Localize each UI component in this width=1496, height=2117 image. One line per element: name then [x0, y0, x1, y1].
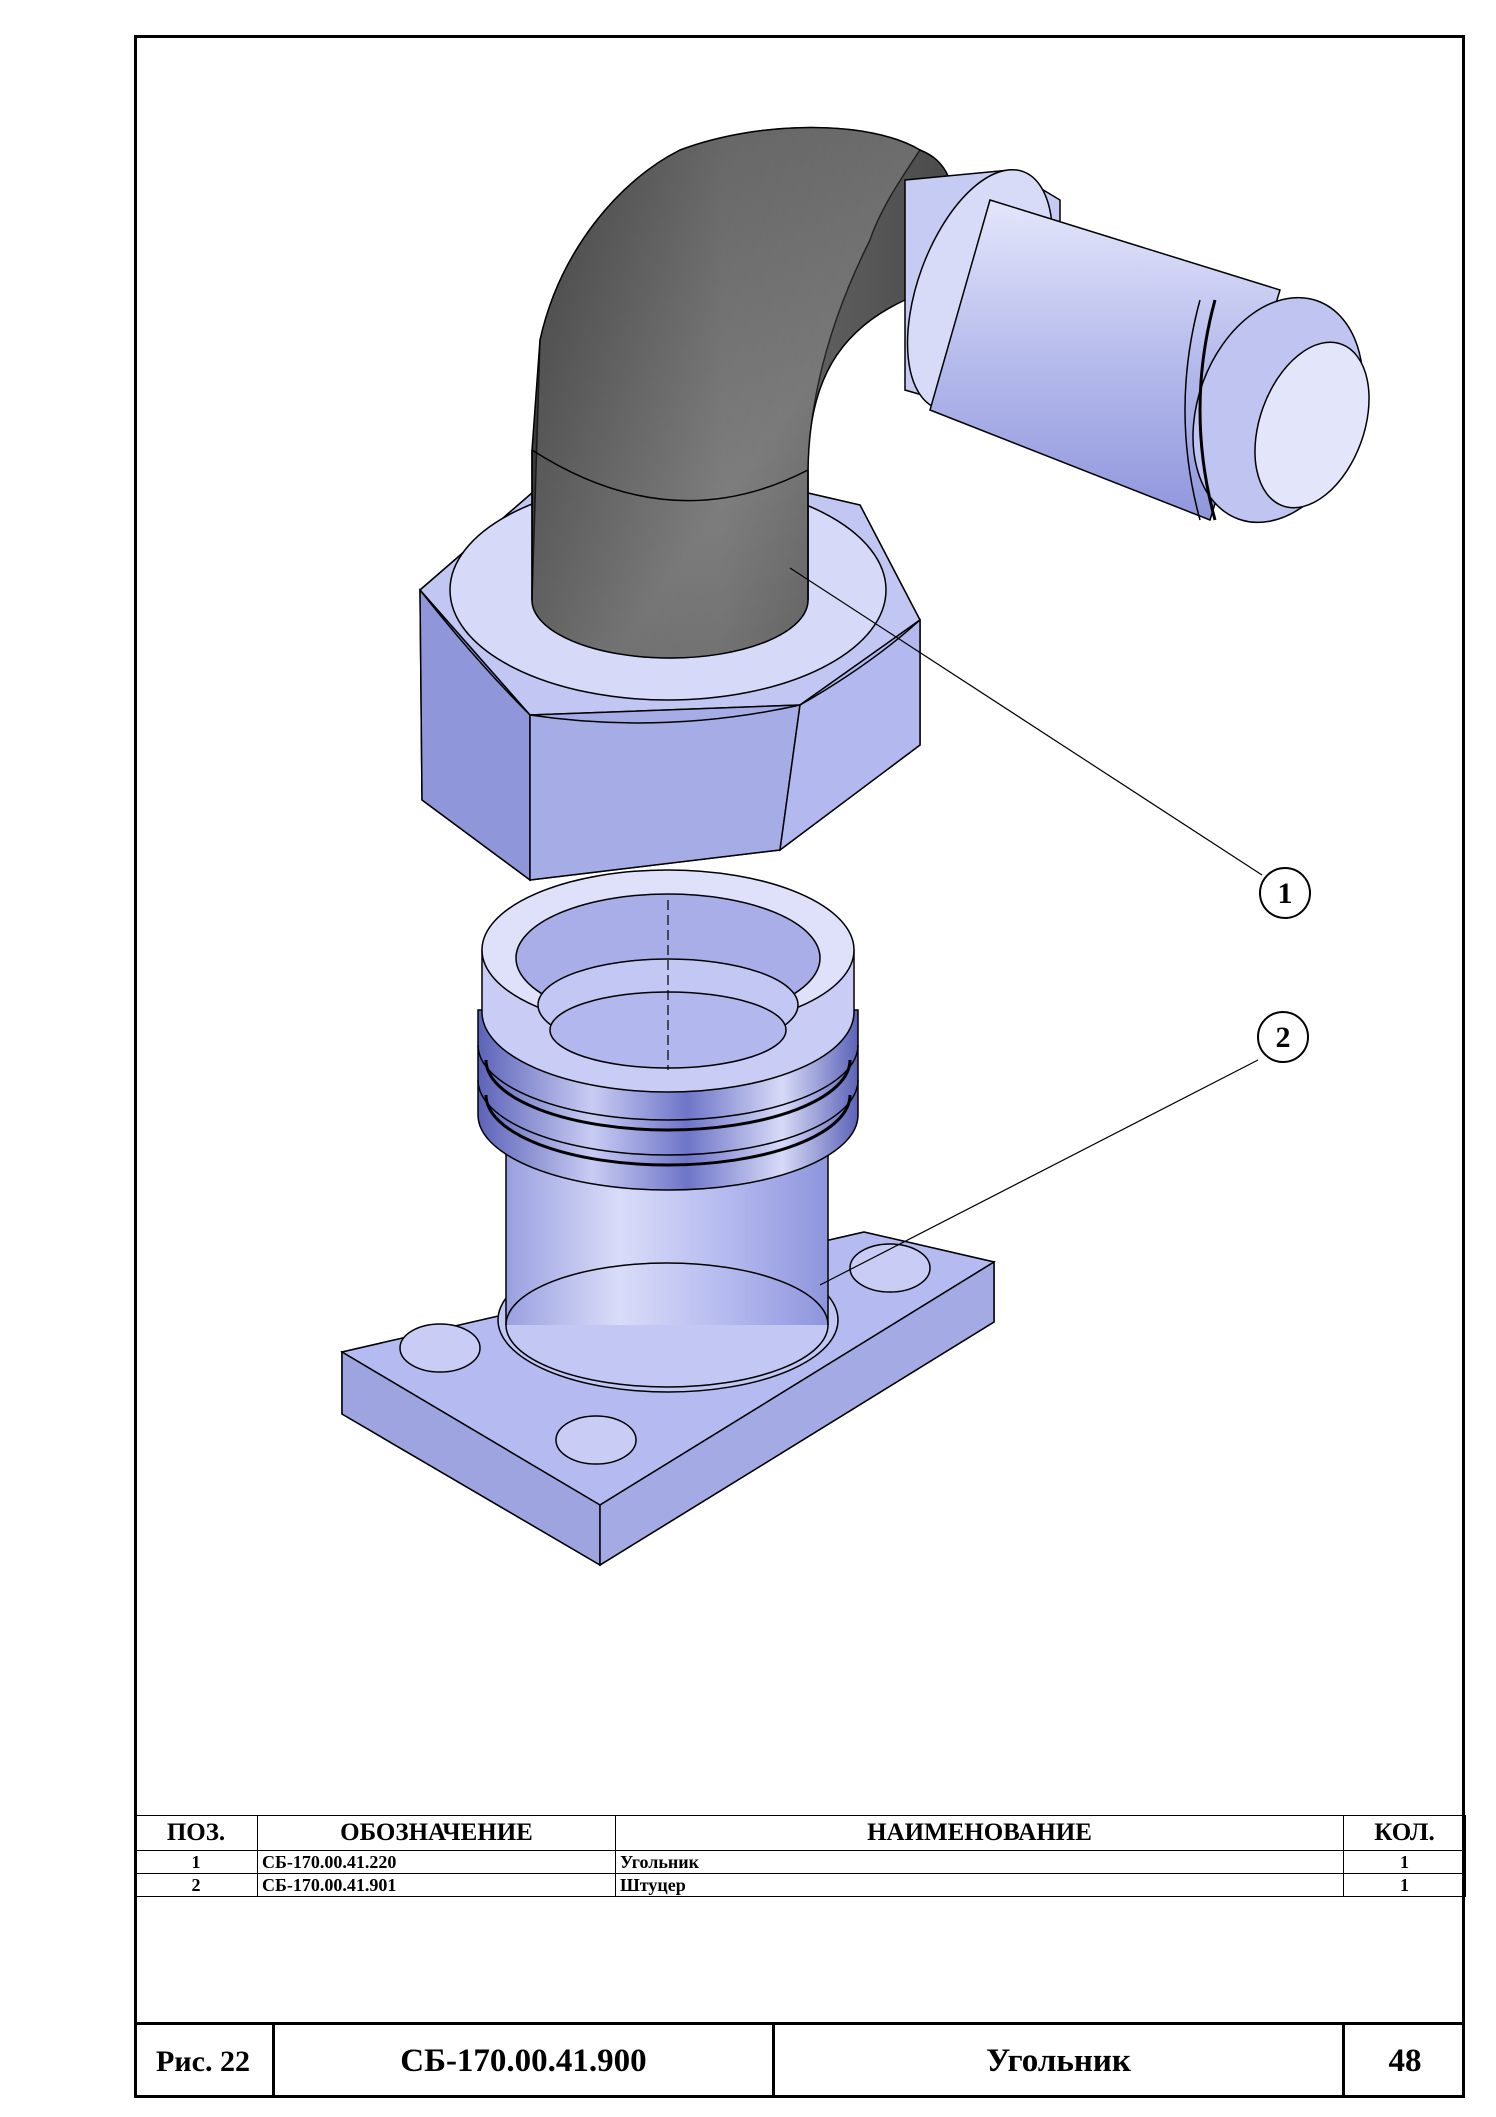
drawing-frame — [134, 35, 1465, 2098]
balloon-2: 2 — [1257, 1011, 1309, 1063]
bom-row: 2 СБ-170.00.41.901 Штуцер 1 — [134, 1873, 1466, 1897]
fitting-top-rim — [481, 869, 855, 1093]
document-name: Угольник — [775, 2025, 1345, 2098]
balloon-1-label: 1 — [1278, 877, 1293, 910]
balloon-1: 1 — [1259, 867, 1311, 919]
leader-line-2 — [819, 1059, 1259, 1286]
elbow-nipple — [904, 168, 1370, 524]
document-designation: СБ-170.00.41.900 — [275, 2025, 775, 2098]
bom-designation: СБ-170.00.41.220 — [257, 1850, 616, 1874]
bom-header-designation: ОБОЗНАЧЕНИЕ — [257, 1815, 616, 1851]
figure-number: Рис. 22 — [134, 2025, 275, 2098]
bill-of-materials: ПОЗ. ОБОЗНАЧЕНИЕ НАИМЕНОВАНИЕ КОЛ. 1 СБ-… — [134, 1815, 1466, 1897]
elbow-hose — [531, 126, 957, 659]
bom-header-qty: КОЛ. — [1343, 1815, 1466, 1851]
page-number: 48 — [1388, 2043, 1422, 2079]
bom-name: Угольник — [615, 1850, 1344, 1874]
bom-header-name: НАИМЕНОВАНИЕ — [615, 1815, 1344, 1851]
bom-pos: 1 — [134, 1850, 258, 1874]
bom-pos: 2 — [134, 1873, 258, 1897]
bom-row: 1 СБ-170.00.41.220 Угольник 1 — [134, 1850, 1466, 1874]
bom-header-pos: ПОЗ. — [134, 1815, 258, 1851]
bom-qty: 1 — [1343, 1850, 1466, 1874]
bom-header-row: ПОЗ. ОБОЗНАЧЕНИЕ НАИМЕНОВАНИЕ КОЛ. — [134, 1815, 1466, 1851]
bom-qty: 1 — [1343, 1873, 1466, 1897]
title-block: Рис. 22 СБ-170.00.41.900 Угольник 48 — [134, 2022, 1465, 2098]
leader-line-1 — [789, 567, 1263, 876]
bom-designation: СБ-170.00.41.901 — [257, 1873, 616, 1897]
bom-name: Штуцер — [615, 1873, 1344, 1897]
balloon-2-label: 2 — [1276, 1021, 1291, 1054]
